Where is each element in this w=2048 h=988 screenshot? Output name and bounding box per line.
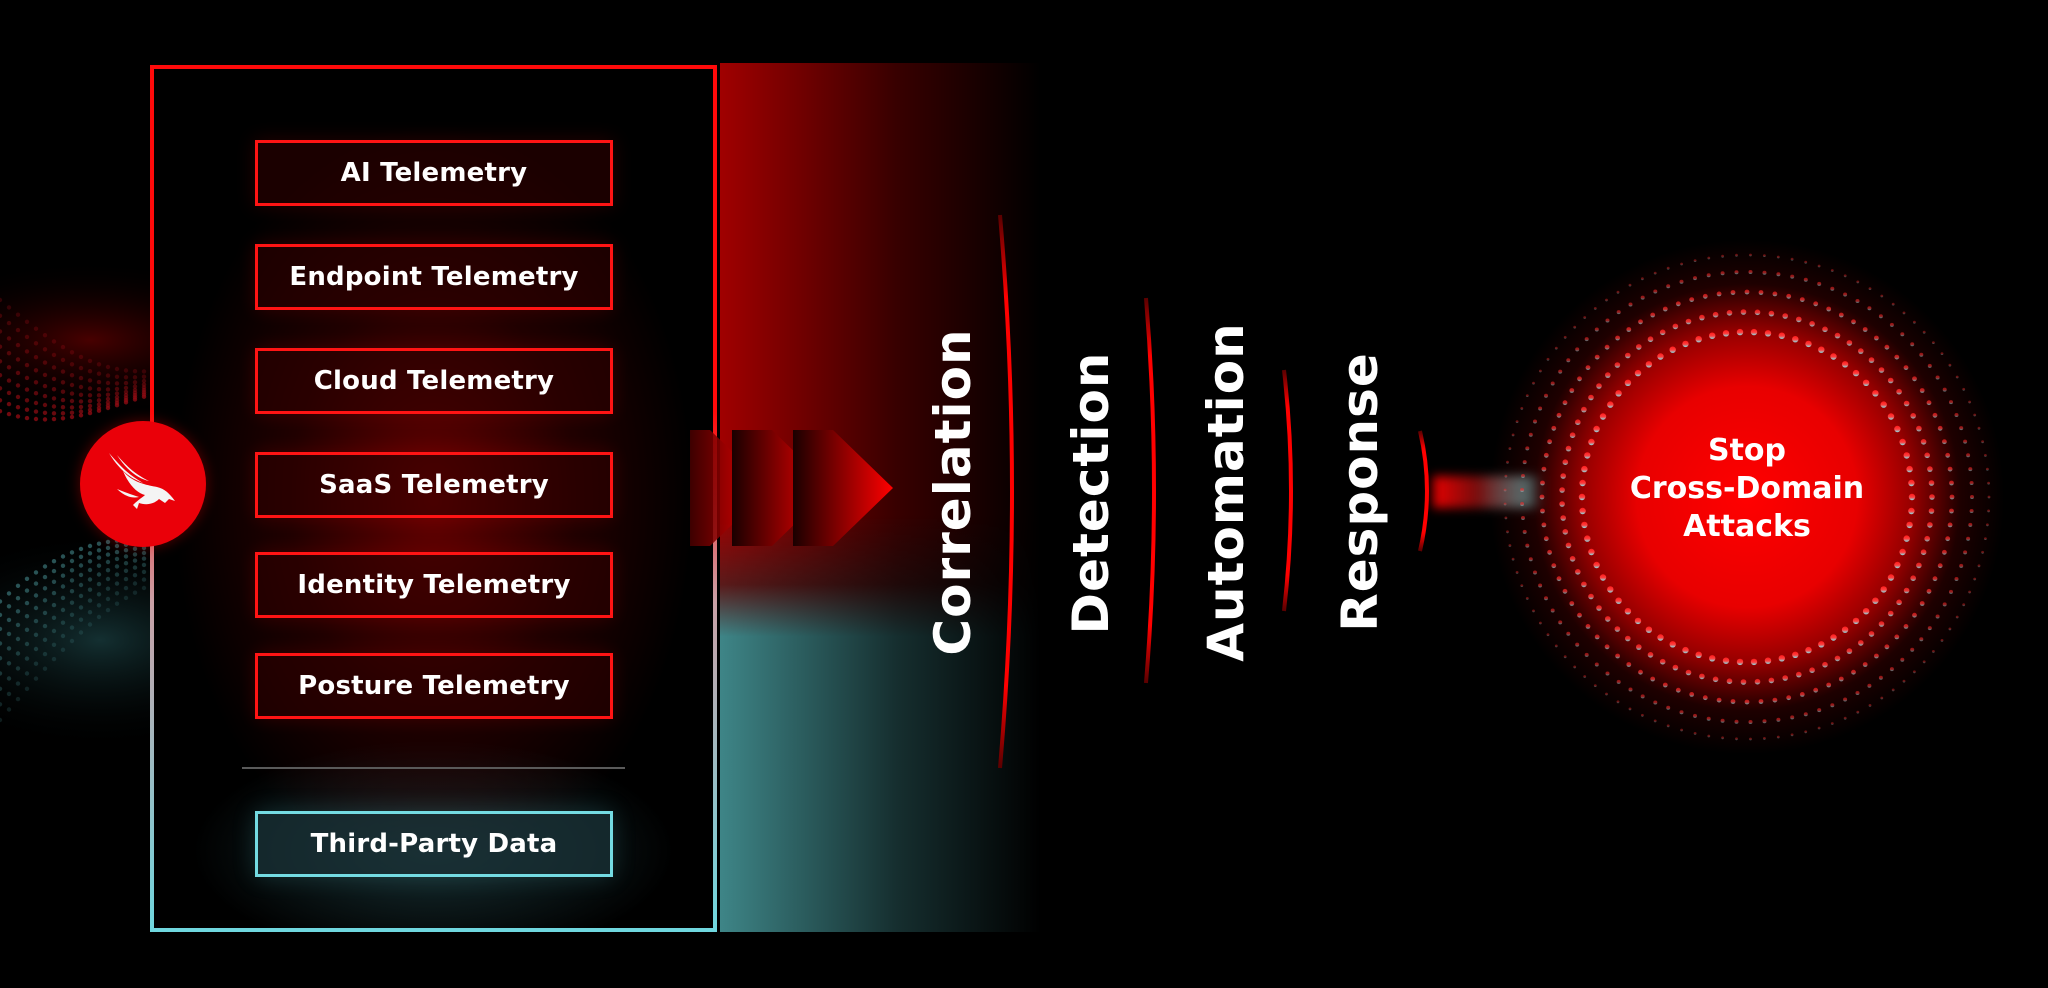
outcome-line: Attacks — [1683, 509, 1811, 544]
falcon-icon — [109, 453, 175, 509]
funnel-arcs — [998, 214, 1429, 769]
stage-label: Detection — [1062, 351, 1120, 635]
stage-detection: Detection — [1061, 343, 1121, 643]
panel-divider — [242, 767, 625, 769]
falcon-logo — [80, 421, 206, 547]
stage-label: Response — [1331, 352, 1389, 632]
telemetry-label: AI Telemetry — [340, 158, 528, 188]
stage-label: Correlation — [924, 328, 982, 656]
telemetry-cloud: Cloud Telemetry — [255, 348, 613, 414]
outcome-label: Stop Cross-Domain Attacks — [1597, 432, 1897, 546]
stage-response: Response — [1330, 342, 1390, 642]
stage-label: Automation — [1197, 322, 1255, 662]
stage-correlation: Correlation — [923, 328, 983, 655]
target-dot-rings — [1503, 253, 1991, 741]
third-party-data: Third-Party Data — [255, 811, 613, 877]
telemetry-label: Identity Telemetry — [297, 570, 571, 600]
telemetry-saas: SaaS Telemetry — [255, 452, 613, 518]
telemetry-label: Cloud Telemetry — [313, 366, 555, 396]
target-glow — [1487, 237, 2007, 757]
telemetry-ai: AI Telemetry — [255, 140, 613, 206]
third-party-label: Third-Party Data — [310, 829, 558, 859]
telemetry-identity: Identity Telemetry — [255, 552, 613, 618]
triple-chevron-right-icon — [690, 430, 893, 546]
telemetry-label: SaaS Telemetry — [319, 470, 549, 500]
outcome-line: Cross-Domain — [1629, 471, 1865, 506]
telemetry-endpoint: Endpoint Telemetry — [255, 244, 613, 310]
stage-automation: Automation — [1196, 322, 1256, 661]
telemetry-posture: Posture Telemetry — [255, 653, 613, 719]
telemetry-label: Endpoint Telemetry — [289, 262, 579, 292]
outcome-line: Stop — [1707, 433, 1787, 468]
telemetry-label: Posture Telemetry — [298, 671, 570, 701]
